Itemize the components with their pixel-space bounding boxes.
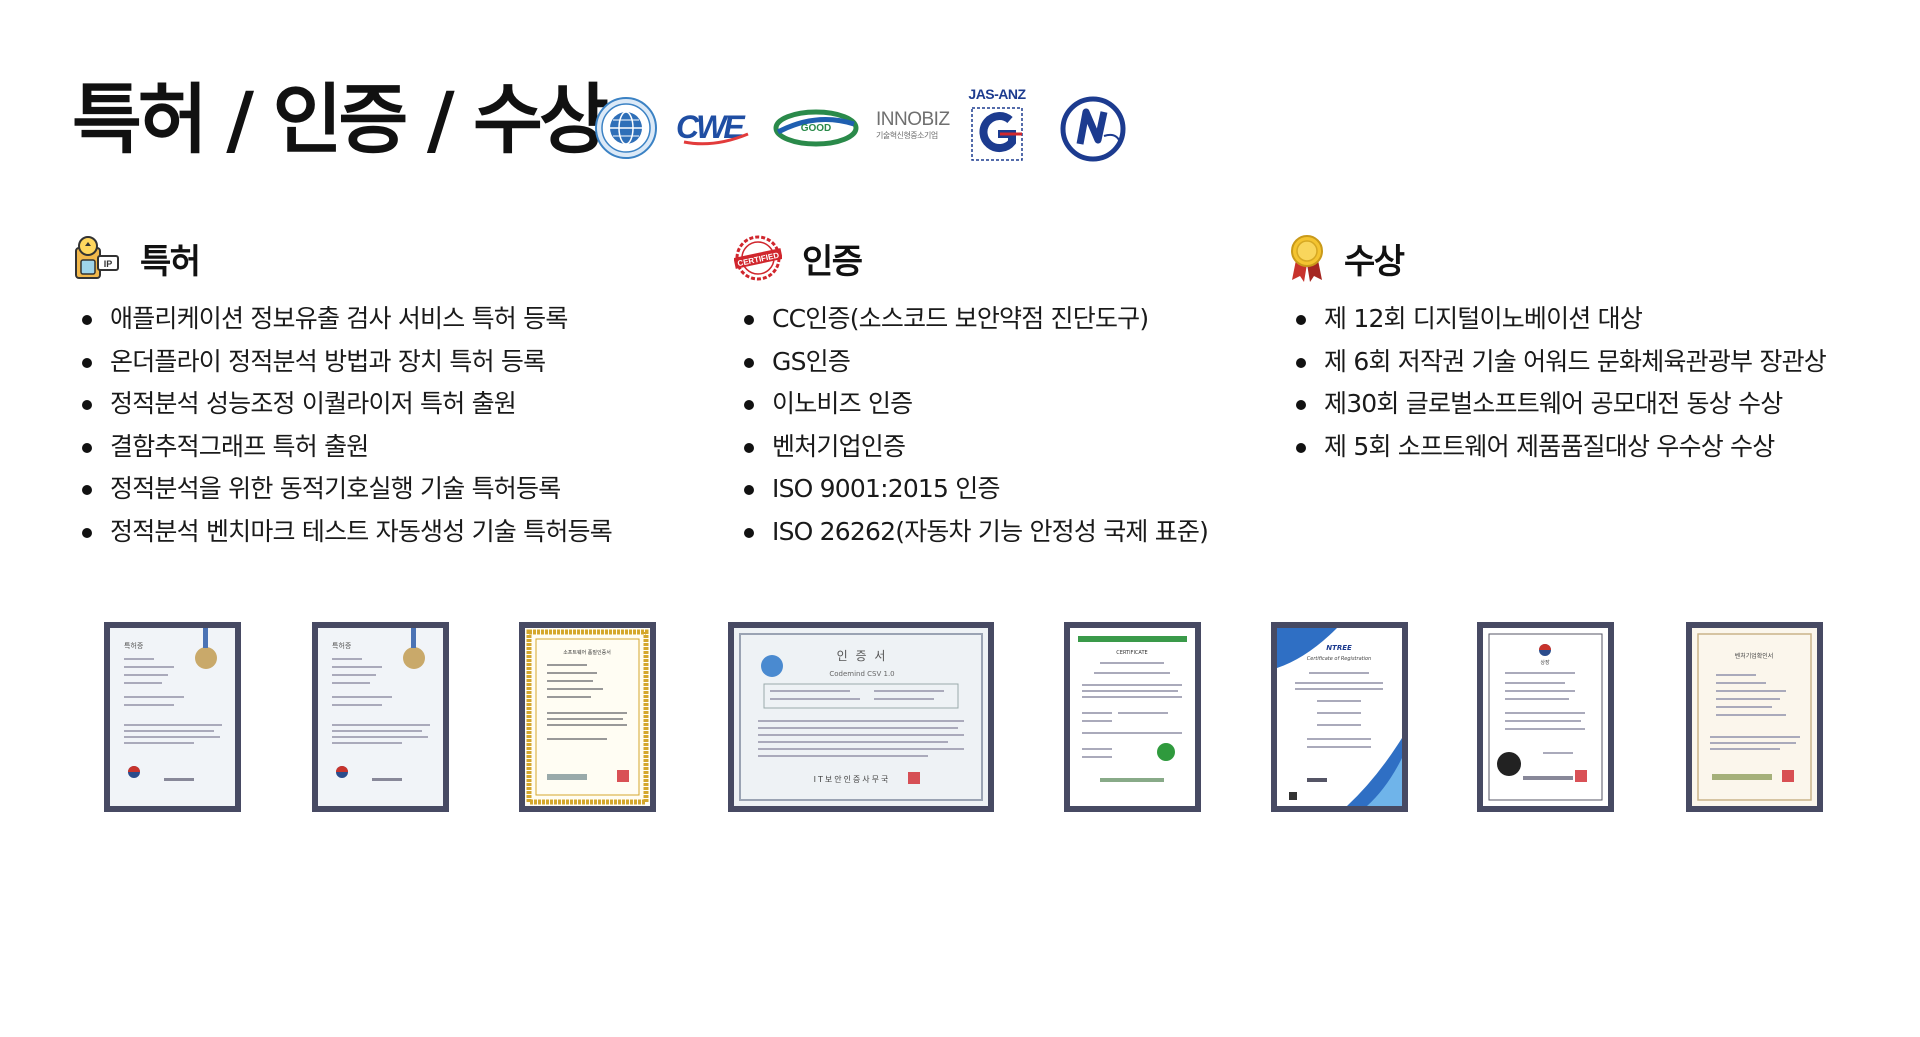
list-item: 온더플라이 정적분석 방법과 장치 특허 등록 xyxy=(72,341,612,384)
list-item: GS인증 xyxy=(734,341,1208,384)
certificate-footer: IT보안인증사무국 xyxy=(814,774,891,784)
certificate-subtitle: Codemind CSV 1.0 xyxy=(829,670,894,678)
list-item: 벤처기업인증 xyxy=(734,426,1208,469)
globe-certification-logo xyxy=(594,96,658,160)
certificate-title: NTREE xyxy=(1326,644,1352,652)
cwe-logo: CWE xyxy=(674,104,758,148)
certified-stamp-icon: CERTIFIED xyxy=(733,234,783,282)
patent-ip-icon: IP xyxy=(72,234,120,282)
list-item: 제 5회 소프트웨어 제품품질대상 우수상 수상 xyxy=(1286,426,1826,469)
innobiz-logo-subtext: 기술혁신형중소기업 xyxy=(876,131,938,140)
list-item: 애플리케이션 정보유출 검사 서비스 특허 등록 xyxy=(72,298,612,341)
ntree-registration-thumbnail[interactable]: NTREE Certificate of Registration xyxy=(1271,622,1408,812)
list-item: 제 12회 디지털이노베이션 대상 xyxy=(1286,298,1826,341)
awards-title: 수상 xyxy=(1344,241,1405,282)
certificate-title: 특허증 xyxy=(332,641,352,650)
certifications-title: 인증 xyxy=(802,241,863,282)
awards-heading: 수상 xyxy=(1286,232,1826,284)
patent-certificate-thumbnail[interactable]: 특허증 xyxy=(104,622,241,812)
certifications-heading: CERTIFIED 인증 xyxy=(733,232,1208,284)
certificate-subtitle: Certificate of Registration xyxy=(1307,656,1371,662)
innobiz-logo: INNOBIZ 기술혁신형중소기업 xyxy=(876,110,950,150)
svg-text:IP: IP xyxy=(104,259,113,269)
gs-certificate-thumbnail[interactable]: 소프트웨어 품질인증서 xyxy=(519,622,656,812)
certifications-list: CC인증(소스코드 보안약점 진단도구) GS인증 이노비즈 인증 벤처기업인증… xyxy=(734,298,1209,554)
cc-certificate-thumbnail[interactable]: 인 증 서 Codemind CSV 1.0 IT보안인증사무국 xyxy=(728,622,994,812)
innobiz-logo-text: INNOBIZ xyxy=(876,109,950,130)
list-item: 이노비즈 인증 xyxy=(734,383,1208,426)
list-item: 제30회 글로벌소프트웨어 공모대전 동상 수상 xyxy=(1286,383,1826,426)
patents-list: 애플리케이션 정보유출 검사 서비스 특허 등록 온더플라이 정적분석 방법과 … xyxy=(72,298,613,554)
list-item: 정적분석 성능조정 이퀄라이저 특허 출원 xyxy=(72,383,612,426)
certificate-title: 인 증 서 xyxy=(837,649,888,663)
certificate-title: 벤처기업확인서 xyxy=(1735,652,1774,660)
list-item: ISO 26262(자동차 기능 안정성 국제 표준) xyxy=(734,511,1209,554)
good-software-logo: GOOD xyxy=(772,104,860,152)
award-certificate-thumbnail[interactable]: 상장 xyxy=(1477,622,1614,812)
patent-certificate-thumbnail[interactable]: 특허증 xyxy=(312,622,449,812)
good-logo-text: GOOD xyxy=(801,123,832,134)
list-item: 결함추적그래프 특허 출원 xyxy=(72,426,612,469)
certificate-title: 소프트웨어 품질인증서 xyxy=(563,649,611,656)
list-item: 제 6회 저작권 기술 어워드 문화체육관광부 장관상 xyxy=(1286,341,1827,384)
venture-certificate-thumbnail[interactable]: 벤처기업확인서 xyxy=(1686,622,1823,812)
list-item: ISO 9001:2015 인증 xyxy=(734,468,1208,511)
awards-section: 수상 제 12회 디지털이노베이션 대상 제 6회 저작권 기술 어워드 문화체… xyxy=(1286,232,1827,469)
list-item: 정적분석을 위한 동적기호실행 기술 특허등록 xyxy=(72,468,612,511)
ntree-certification-logo xyxy=(1060,96,1126,162)
list-item: 정적분석 벤치마크 테스트 자동생성 기술 특허등록 xyxy=(72,511,613,554)
patents-heading: IP 특허 xyxy=(72,232,612,284)
jas-anz-logo: JAS-ANZ xyxy=(964,86,1030,168)
awards-list: 제 12회 디지털이노베이션 대상 제 6회 저작권 기술 어워드 문화체육관광… xyxy=(1286,298,1827,469)
list-item: CC인증(소스코드 보안약점 진단도구) xyxy=(734,298,1208,341)
medal-icon xyxy=(1286,234,1328,282)
jas-anz-logo-text: JAS-ANZ xyxy=(968,86,1026,102)
certificate-title: CERTIFICATE xyxy=(1116,650,1147,656)
page-title: 특허 / 인증 / 수상 xyxy=(72,75,609,164)
certificate-title: 특허증 xyxy=(124,641,144,650)
certificate-gallery: 특허증 특허증 xyxy=(104,622,1834,812)
certificate-title: 상장 xyxy=(1540,659,1550,666)
patents-section: IP 특허 애플리케이션 정보유출 검사 서비스 특허 등록 온더플라이 정적분… xyxy=(72,232,613,554)
patents-title: 특허 xyxy=(140,241,201,282)
certifications-section: CERTIFIED 인증 CC인증(소스코드 보안약점 진단도구) GS인증 이… xyxy=(733,232,1209,554)
iso-certificate-thumbnail[interactable]: CERTIFICATE xyxy=(1064,622,1201,812)
